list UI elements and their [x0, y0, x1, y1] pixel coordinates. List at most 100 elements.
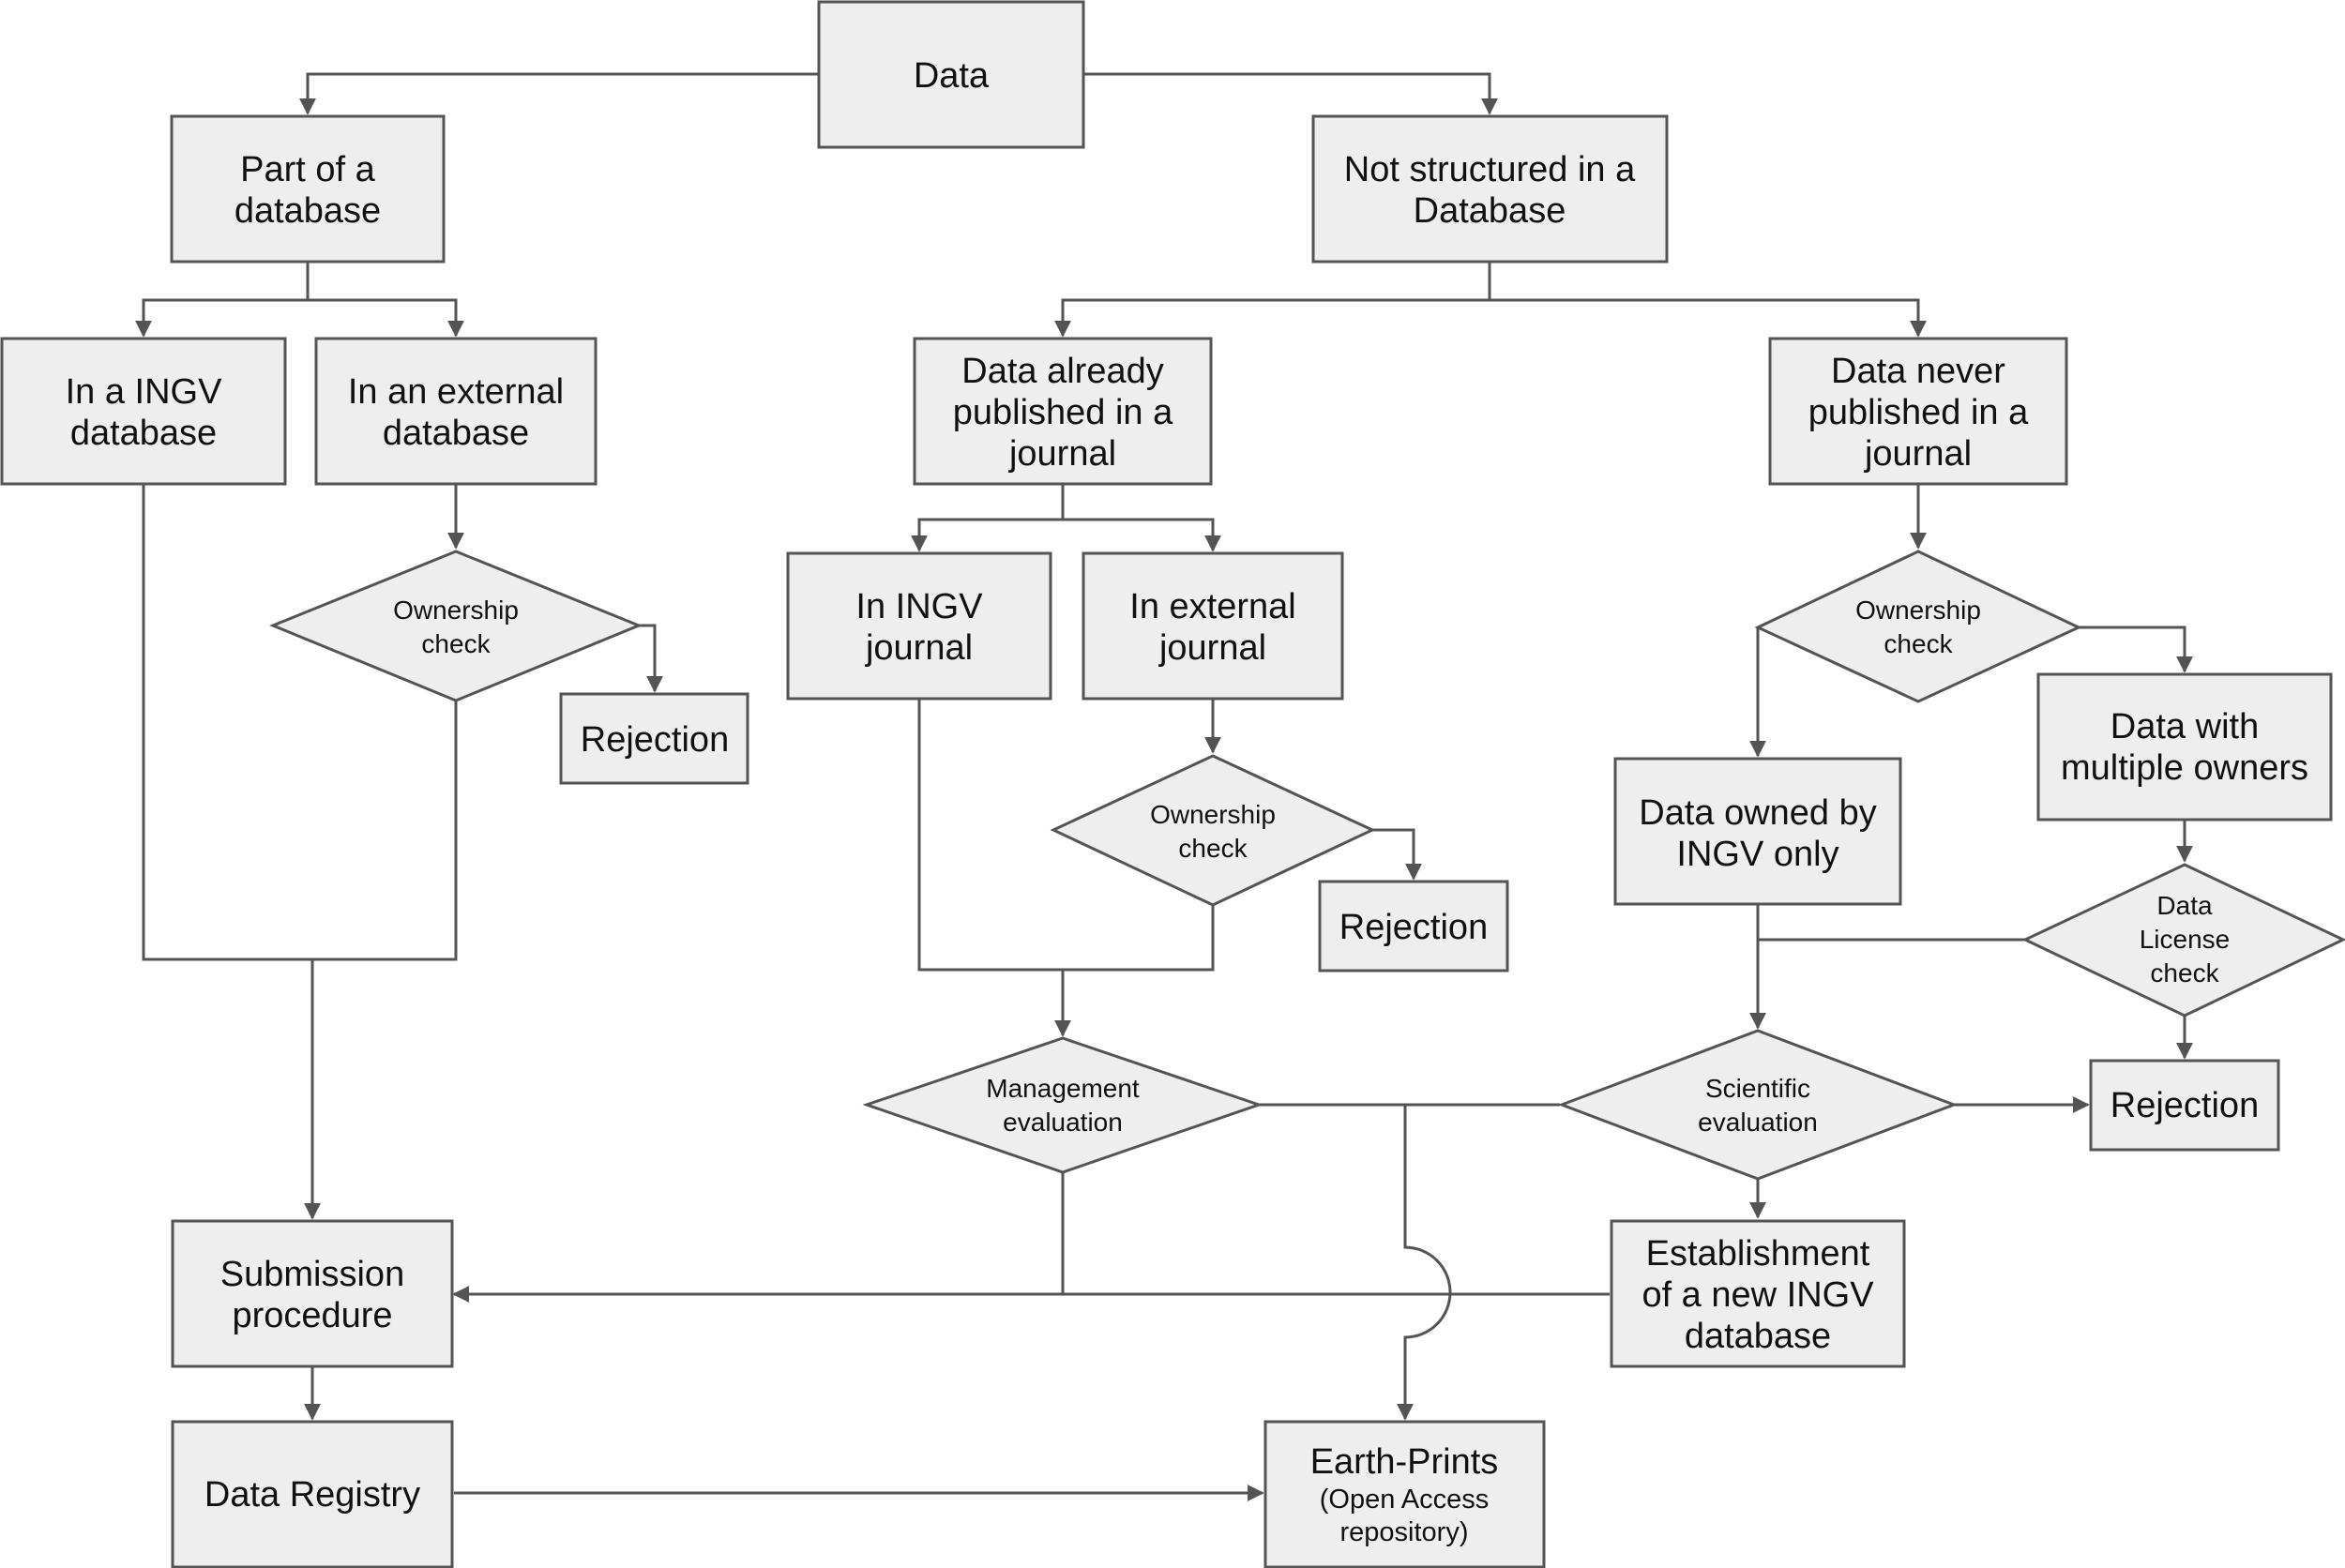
- node-label: Data already: [961, 352, 1163, 391]
- edge-ingv-db-down: [142, 484, 312, 961]
- edge-ownership-check-1-down: [312, 701, 458, 961]
- svg-text:Data: Data: [914, 56, 990, 96]
- node-label: procedure: [232, 1296, 392, 1335]
- svg-text:check: check: [421, 629, 491, 658]
- node-label: Database: [1414, 191, 1566, 231]
- svg-text:database: database: [234, 191, 381, 231]
- node-label: journal: [865, 628, 973, 668]
- node-label: database: [234, 191, 381, 231]
- edge-already-published-to-ingv-journal: [911, 484, 1065, 552]
- node-label: Data Registry: [204, 1475, 420, 1515]
- node-label: check: [421, 629, 491, 658]
- node-rejection-2: Rejection: [1318, 880, 1509, 972]
- svg-text:journal: journal: [1864, 434, 1972, 474]
- node-new-ingv-database: Establishment of a new INGV database: [1610, 1219, 1906, 1368]
- node-label: check: [1884, 629, 1953, 658]
- node-label: Submission: [220, 1255, 404, 1294]
- node-ownership-check-2: Ownership check: [1050, 754, 1376, 907]
- svg-text:Scientific: Scientific: [1705, 1074, 1810, 1103]
- svg-text:database: database: [70, 414, 217, 453]
- edge-not-structured-to-never-published: [1490, 298, 1927, 338]
- svg-text:Submission: Submission: [220, 1255, 404, 1294]
- svg-text:(Open Access: (Open Access: [1320, 1485, 1490, 1515]
- node-label: Ownership: [393, 596, 519, 625]
- svg-text:Data Registry: Data Registry: [204, 1475, 420, 1515]
- svg-text:Database: Database: [1414, 191, 1566, 231]
- node-in-ingv-database: In a INGV database: [0, 337, 287, 486]
- node-label: Management: [986, 1074, 1140, 1103]
- node-label: In a INGV: [66, 372, 222, 412]
- svg-text:published in a: published in a: [953, 393, 1173, 432]
- node-label: published in a: [1808, 393, 2029, 432]
- edge-already-published-to-external-journal: [1063, 518, 1221, 552]
- svg-text:procedure: procedure: [232, 1296, 392, 1335]
- node-label: Data: [914, 56, 990, 96]
- svg-text:of a new INGV: of a new INGV: [1642, 1275, 1874, 1315]
- node-rejection-3: Rejection: [2089, 1059, 2280, 1152]
- node-label: Rejection: [1339, 908, 1488, 947]
- node-label: Rejection: [581, 720, 729, 760]
- node-label: Scientific: [1705, 1074, 1810, 1103]
- edge-data-to-part-of-database: [299, 72, 819, 115]
- edge-data-to-not-structured: [1083, 72, 1498, 115]
- svg-text:Rejection: Rejection: [2110, 1086, 2259, 1125]
- svg-text:database: database: [383, 414, 529, 453]
- node-label: multiple owners: [2061, 748, 2308, 788]
- node-already-published: Data already published in a journal: [913, 337, 1213, 486]
- edge-ownership-check-1-to-rejection-1: [639, 624, 663, 693]
- svg-text:evaluation: evaluation: [1003, 1108, 1123, 1137]
- node-label: check: [2150, 958, 2219, 988]
- node-in-external-journal: In external journal: [1082, 551, 1344, 701]
- svg-text:check: check: [1884, 629, 1953, 658]
- svg-text:Ownership: Ownership: [393, 596, 519, 625]
- node-in-external-database: In an external database: [314, 337, 598, 486]
- node-data-registry: Data Registry: [171, 1420, 454, 1568]
- svg-text:In INGV: In INGV: [855, 587, 983, 626]
- edge-part-db-to-ingv-db: [135, 262, 310, 338]
- svg-text:repository): repository): [1340, 1517, 1469, 1547]
- node-label: Establishment: [1646, 1234, 1870, 1274]
- svg-text:In a INGV: In a INGV: [66, 372, 222, 412]
- node-label: database: [383, 414, 529, 453]
- svg-text:database: database: [1685, 1317, 1831, 1356]
- node-label: Data with: [2110, 707, 2259, 746]
- node-label: In INGV: [855, 587, 983, 626]
- svg-text:journal: journal: [865, 628, 973, 668]
- node-label: journal: [1864, 434, 1972, 474]
- node-label: database: [70, 414, 217, 453]
- svg-text:Not structured in a: Not structured in a: [1344, 150, 1636, 189]
- svg-text:Data already: Data already: [961, 352, 1163, 391]
- svg-text:Data: Data: [2156, 891, 2213, 920]
- edge-ownership-check-2-down: [1063, 905, 1215, 972]
- node-label: journal: [1158, 628, 1266, 668]
- node-earth-prints: Earth-Prints (Open Access repository): [1263, 1420, 1546, 1568]
- svg-text:check: check: [1178, 834, 1248, 863]
- node-label: of a new INGV: [1642, 1275, 1874, 1315]
- node-ownership-check-1: Ownership check: [269, 550, 643, 702]
- node-data-license-check: Data License check: [2021, 863, 2345, 1018]
- edges: [135, 72, 2193, 1501]
- node-never-published: Data never published in a journal: [1768, 337, 2068, 486]
- svg-text:journal: journal: [1008, 434, 1116, 474]
- node-data-owned-ingv: Data owned by INGV only: [1613, 757, 1902, 906]
- edge-not-structured-to-already-published: [1054, 262, 1491, 338]
- svg-text:Ownership: Ownership: [1855, 596, 1981, 625]
- node-label: Earth-Prints: [1310, 1442, 1499, 1482]
- node-in-ingv-journal: In INGV journal: [786, 551, 1052, 701]
- svg-text:Ownership: Ownership: [1150, 800, 1276, 829]
- node-scientific-evaluation: Scientific evaluation: [1557, 1029, 1959, 1181]
- node-label: INGV only: [1676, 835, 1838, 874]
- edge-part-db-to-external-db: [308, 298, 464, 338]
- node-label: evaluation: [1698, 1108, 1818, 1137]
- svg-text:Earth-Prints: Earth-Prints: [1310, 1442, 1499, 1482]
- node-label: Part of a: [240, 150, 375, 189]
- svg-text:In external: In external: [1129, 587, 1295, 626]
- node-label: In external: [1129, 587, 1295, 626]
- node-sublabel: repository): [1340, 1517, 1469, 1547]
- node-part-of-database: Part of a database: [170, 114, 446, 264]
- node-rejection-1: Rejection: [559, 692, 749, 785]
- node-label: published in a: [953, 393, 1173, 432]
- node-label: Not structured in a: [1344, 150, 1636, 189]
